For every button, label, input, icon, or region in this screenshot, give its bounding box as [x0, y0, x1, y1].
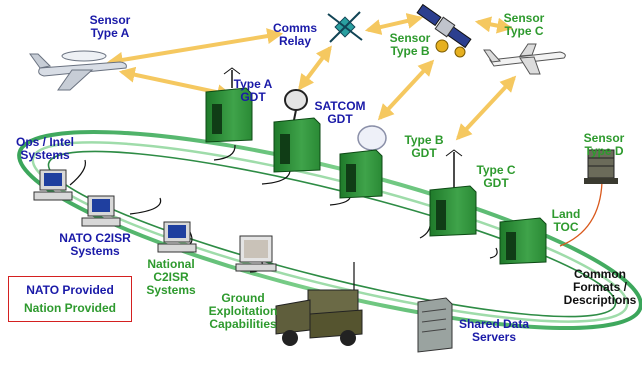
label-ops-intel-systems: Ops / Intel Systems — [15, 135, 74, 162]
sensor-links — [106, 13, 517, 141]
label-type-b-gdt: Type B GDT — [404, 133, 444, 160]
land-toc-shelter-icon — [499, 217, 547, 265]
label-sensor-type-a: Sensor Type A — [89, 13, 131, 40]
legend-nato-provided: NATO Provided — [26, 283, 114, 297]
aircraft-sensor-c-icon — [483, 43, 566, 75]
label-type-c-gdt: Type C GDT — [476, 163, 516, 190]
type-a-gdt-shelter-icon — [205, 67, 253, 143]
link-comms-sensor-b — [364, 13, 424, 35]
label-satcom-gdt: SATCOM GDT — [314, 99, 366, 126]
comms-relay-satellite-icon — [327, 11, 363, 43]
link-sensor-b-type-b-gdt — [377, 59, 435, 121]
nato-c2isr-workstation-icon — [81, 195, 121, 227]
legend-box: NATO Provided Nation Provided — [8, 276, 132, 322]
label-type-a-gdt: Type A GDT — [233, 77, 273, 104]
label-shared-data-servers: Shared Data Servers — [458, 317, 530, 344]
ops-intel-workstation-icon — [33, 169, 73, 201]
link-comms-satcom — [298, 45, 332, 91]
ground-exploitation-workstation-icon — [235, 235, 277, 272]
label-land-toc: Land TOC — [551, 207, 581, 234]
shared-data-server-icon — [417, 297, 453, 353]
label-common-formats: Common Formats / Descriptions — [563, 267, 637, 307]
type-c-gdt-shelter-icon — [429, 149, 477, 237]
label-nato-c2isr-systems: NATO C2ISR Systems — [59, 231, 131, 258]
humvee-vehicle-icon — [275, 289, 363, 346]
label-ground-exploitation-capabilities: Ground Exploitation Capabilities — [208, 291, 278, 331]
label-comms-relay: Comms Relay — [272, 21, 317, 48]
link-sensor-b-sensor-c — [474, 16, 514, 34]
legend-nation-provided: Nation Provided — [23, 301, 116, 315]
satcom-gdt-shelter-icon — [273, 89, 321, 173]
type-b-gdt-shelter-icon — [339, 125, 387, 199]
national-c2isr-workstation-icon — [157, 221, 197, 253]
satellite-sensor-b-icon — [416, 3, 472, 58]
label-sensor-type-b: Sensor Type B — [389, 31, 431, 58]
radar-sensor-d-icon — [584, 149, 618, 184]
link-sensor-c-type-c-gdt — [455, 75, 517, 141]
label-national-c2isr-systems: National C2ISR Systems — [146, 257, 196, 297]
link-sensor-a-comms — [106, 28, 284, 68]
label-sensor-type-d: Sensor Type D — [583, 131, 625, 158]
aircraft-awacs-icon — [29, 50, 127, 91]
label-sensor-type-c: Sensor Type C — [503, 11, 545, 38]
link-sensor-d-land-toc — [559, 181, 603, 247]
